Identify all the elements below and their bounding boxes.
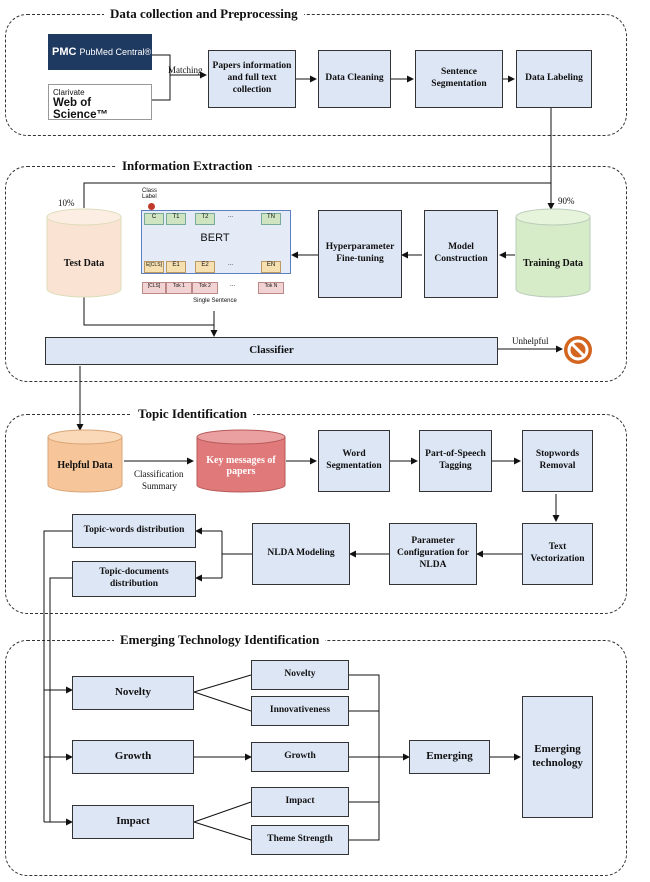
helpful-data-cylinder (47, 429, 123, 493)
topic-words-box: Topic-words distribution (72, 514, 196, 548)
unhelpful-label: Unhelpful (512, 336, 549, 346)
novelty-box: Novelty (72, 676, 194, 710)
bert-title: BERT (200, 232, 230, 244)
data-cleaning-box: Data Cleaning (318, 50, 391, 108)
section-title-topic-identification: Topic Identification (132, 406, 253, 422)
pmc-name: PubMed Central® (79, 47, 152, 57)
bert-output-tn: TN (261, 213, 281, 225)
pct-90-label: 90% (558, 196, 575, 206)
impact-metric-box: Impact (251, 787, 349, 817)
test-data-cylinder (46, 208, 122, 298)
bert-tok-cls: [CLS] (142, 282, 166, 294)
classifier-box: Classifier (45, 337, 498, 365)
bert-output-t1: T1 (166, 213, 186, 225)
papers-collection-box: Papers information and full text collect… (208, 50, 296, 108)
bert-emb-ellipsis: ... (228, 261, 234, 267)
clarivate-text: Clarivate (53, 88, 85, 97)
text-vectorization-box: Text Vectorization (522, 523, 593, 585)
bert-output-ellipsis: ... (228, 213, 234, 219)
class-label-dot (148, 203, 155, 210)
wos-text: Web of Science™ (53, 97, 108, 121)
key-messages-label: Key messages of papers (206, 455, 276, 477)
section-title-data-collection: Data collection and Preprocessing (104, 6, 304, 22)
web-of-science-logo: Clarivate Web of Science™ (48, 84, 152, 121)
test-data-label: Test Data (63, 258, 105, 269)
pos-tagging-box: Part-of-Speech Tagging (419, 430, 492, 492)
bert-diagram: Class Label BERT C T1 T2 ... TN E[CLS] E… (138, 188, 292, 308)
pmc-prefix: PMC (52, 46, 77, 58)
key-messages-cylinder (196, 429, 286, 493)
pct-10-label: 10% (58, 198, 75, 208)
parameter-configuration-box: Parameter Configuration for NLDA (389, 523, 477, 585)
matching-label: Matching (168, 65, 203, 75)
bert-tok-1: Tok 1 (166, 282, 192, 294)
topic-documents-box: Topic-documents distribution (72, 561, 196, 597)
stopwords-removal-box: Stopwords Removal (522, 430, 593, 492)
bert-emb-e1: E1 (166, 261, 186, 273)
panel-information-extraction (5, 166, 627, 382)
bert-tok-2: Tok 2 (192, 282, 218, 294)
helpful-data-label: Helpful Data (57, 460, 113, 471)
innovativeness-box: Innovativeness (251, 696, 349, 726)
model-construction-box: Model Construction (424, 210, 498, 298)
bert-output-c: C (144, 213, 164, 225)
sentence-segmentation-box: Sentence Segmentation (415, 50, 503, 108)
word-segmentation-box: Word Segmentation (318, 430, 390, 492)
impact-box: Impact (72, 805, 194, 839)
bert-tok-n: Tok N (258, 282, 284, 294)
panel-data-collection (5, 14, 627, 136)
bert-output-t2: T2 (195, 213, 215, 225)
nlda-modeling-box: NLDA Modeling (252, 523, 350, 585)
pmc-logo: PMC PubMed Central® (48, 34, 152, 70)
theme-strength-box: Theme Strength (251, 825, 349, 855)
training-data-label: Training Data (522, 258, 584, 269)
panel-topic-identification (5, 414, 627, 614)
section-title-information-extraction: Information Extraction (116, 158, 259, 174)
class-label: Class Label (142, 188, 158, 200)
bert-tok-ellipsis: ... (230, 282, 236, 288)
section-title-emerging-technology: Emerging Technology Identification (114, 632, 326, 648)
novelty-metric-box: Novelty (251, 660, 349, 690)
summary-label: Summary (142, 481, 177, 491)
classification-label: Classification (134, 469, 184, 479)
bert-emb-e2: E2 (195, 261, 215, 273)
training-data-cylinder (515, 208, 591, 298)
emerging-box: Emerging (409, 740, 490, 774)
growth-metric-box: Growth (251, 742, 349, 772)
growth-box: Growth (72, 740, 194, 774)
no-entry-icon (564, 336, 592, 364)
bert-emb-cls: E[CLS] (144, 261, 164, 273)
single-sentence-label: Single Sentence (193, 298, 237, 304)
emerging-technology-box: Emerging technology (522, 696, 593, 818)
bert-emb-en: EN (261, 261, 281, 273)
data-labeling-box: Data Labeling (516, 50, 592, 108)
hyperparameter-box: Hyperparameter Fine-tuning (318, 210, 402, 298)
